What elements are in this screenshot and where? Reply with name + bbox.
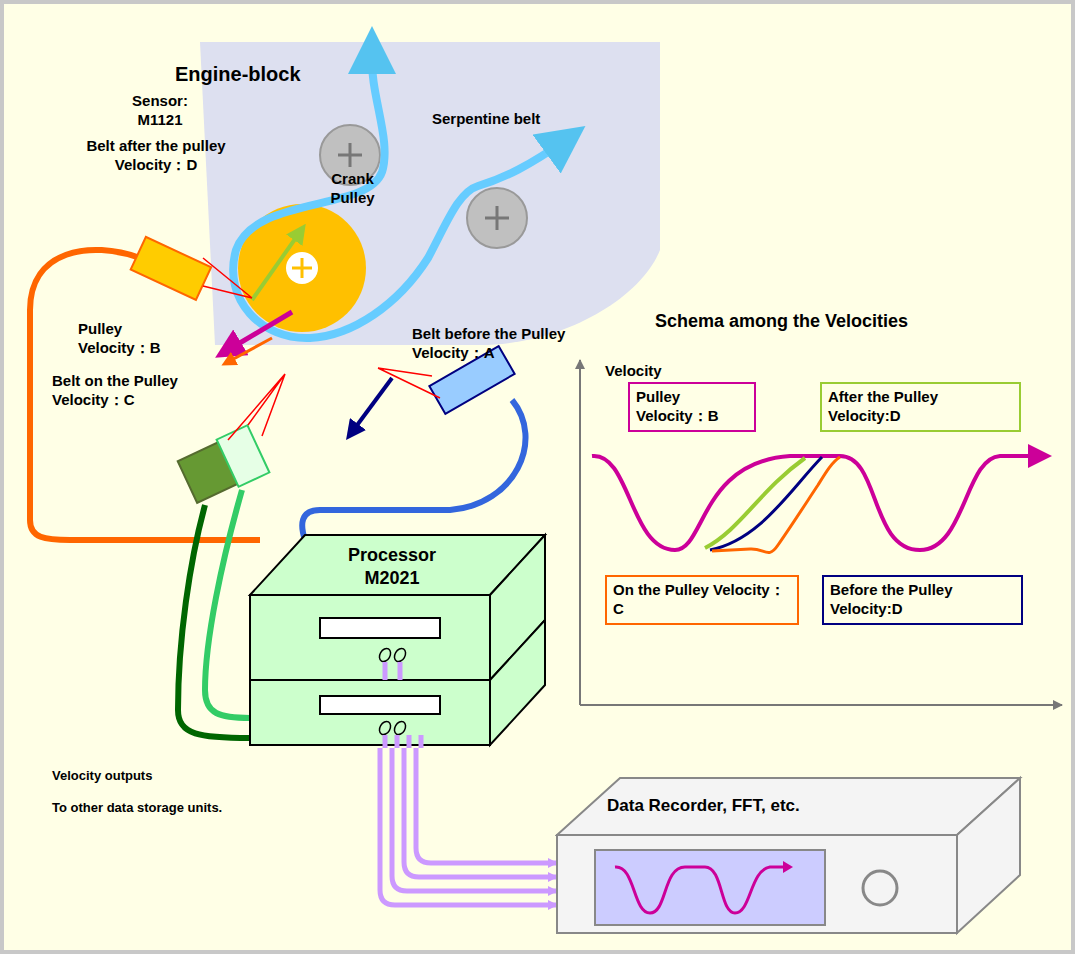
callout-label: Velocity outputs <box>52 768 152 784</box>
signal-cable <box>392 748 557 891</box>
legend-box: Pulley Velocity：B <box>628 382 756 432</box>
legend-text: Before the Pulley Velocity:D <box>830 581 1015 619</box>
node-text: Processor M2021 <box>337 544 447 589</box>
callout-label: To other data storage units. <box>52 800 222 816</box>
legend-text: Pulley Velocity：B <box>636 388 748 426</box>
callout-label: Belt on the Pulley Velocity：C <box>52 372 212 410</box>
callout-label: Belt after the pulley Velocity：D <box>70 137 242 175</box>
signal-cable <box>404 748 557 877</box>
callout-label: Velocity <box>605 362 662 381</box>
callout-label: Crank Pulley <box>315 170 390 208</box>
node-text: Engine-block <box>175 62 301 87</box>
legend-text: On the Pulley Velocity：C <box>613 581 791 619</box>
callout-label: Pulley Velocity：B <box>78 320 188 358</box>
legend-box: On the Pulley Velocity：C <box>605 575 799 625</box>
legend-box: Before the Pulley Velocity:D <box>822 575 1023 625</box>
legend-box: After the Pulley Velocity:D <box>820 382 1021 432</box>
callout-label: Sensor: M1121 <box>120 92 200 130</box>
callout-label: Schema among the Velocities <box>655 310 908 333</box>
callout-label: Belt before the Pulley Velocity：A <box>412 325 612 363</box>
callout-label: Serpentine belt <box>432 110 540 129</box>
processor-box: Processor M2021 <box>245 530 550 748</box>
recorder-box: Data Recorder, FFT, etc. <box>555 775 1025 937</box>
legend-text: After the Pulley Velocity:D <box>828 388 1013 426</box>
signal-cable <box>416 748 557 863</box>
signal-cable <box>380 748 557 905</box>
node-text: Data Recorder, FFT, etc. <box>607 795 800 816</box>
engine-block: Engine-block <box>175 38 665 350</box>
